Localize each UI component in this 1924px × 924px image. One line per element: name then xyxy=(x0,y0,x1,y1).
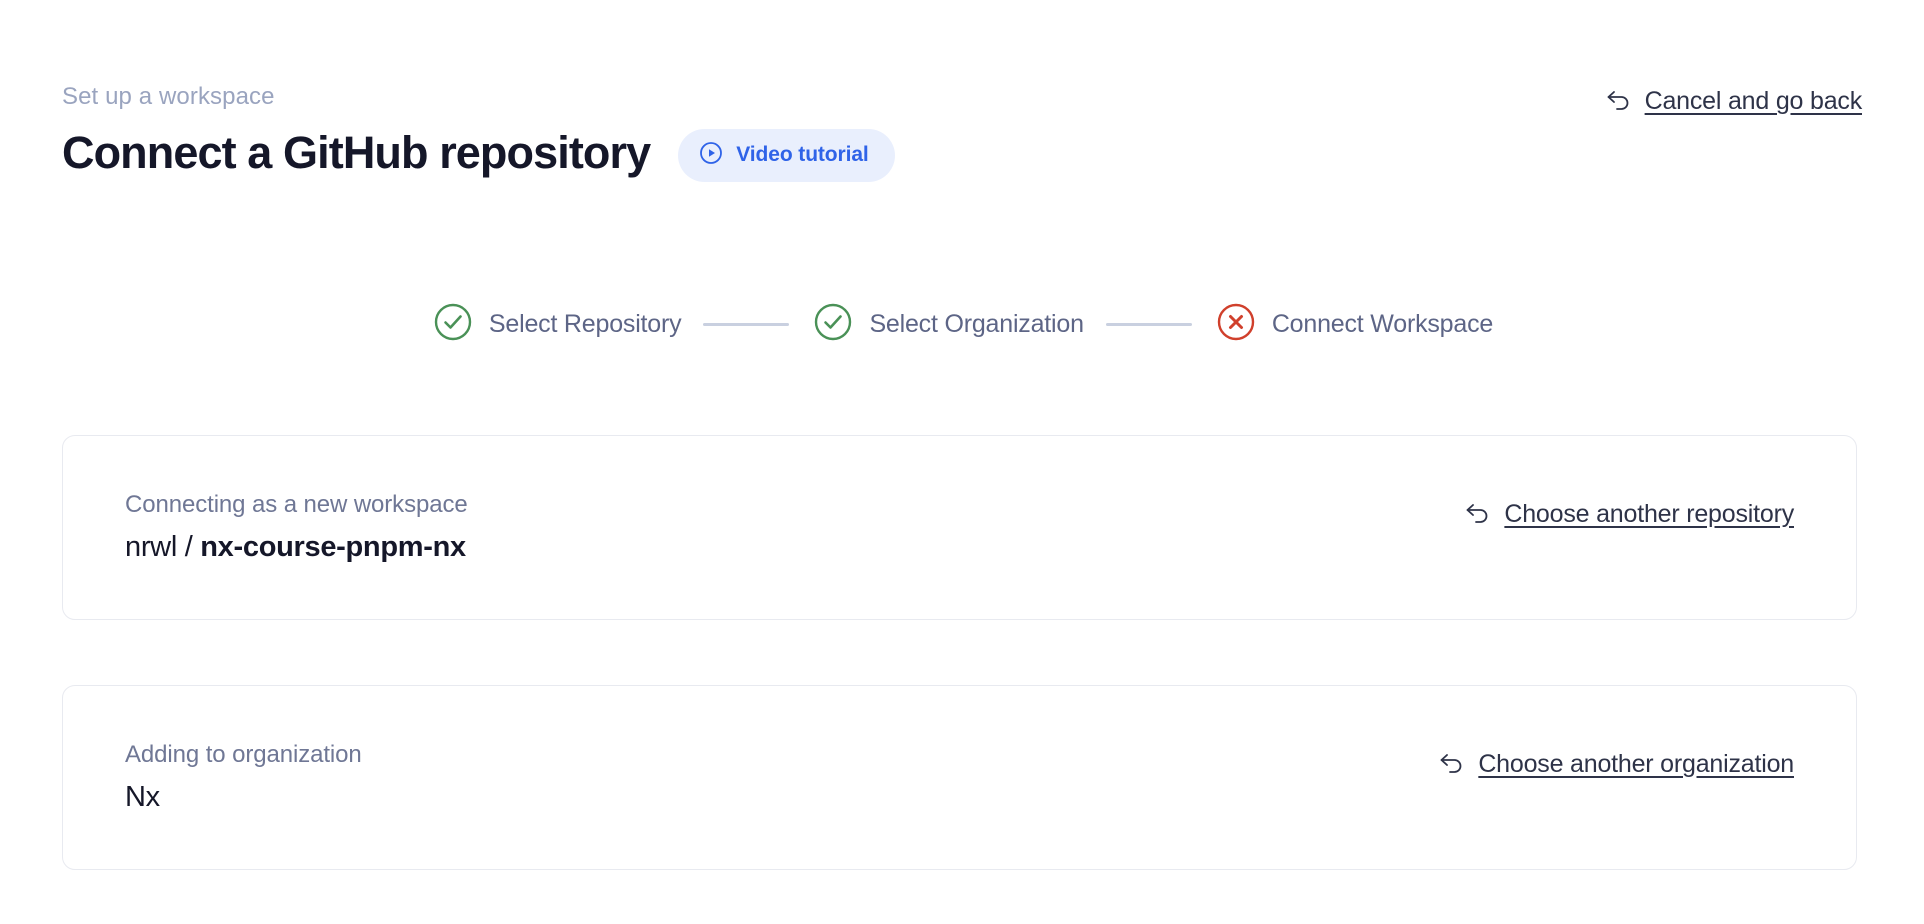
organization-card-inner: Adding to organization Nx Choose another… xyxy=(63,686,1856,869)
repository-name: nrwl / nx-course-pnpm-nx xyxy=(125,529,468,565)
repository-card-label: Connecting as a new workspace xyxy=(125,491,468,518)
step-label-select-organization: Select Organization xyxy=(869,310,1084,338)
cancel-and-go-back-link[interactable]: Cancel and go back xyxy=(1605,86,1862,117)
title-row: Connect a GitHub repository Video tutori… xyxy=(62,126,1862,182)
cancel-and-go-back-label: Cancel and go back xyxy=(1644,87,1863,115)
breadcrumb-eyebrow: Set up a workspace xyxy=(62,83,275,110)
video-tutorial-label: Video tutorial xyxy=(736,143,869,166)
choose-another-repository-link[interactable]: Choose another repository xyxy=(1464,499,1794,530)
organization-name: Nx xyxy=(125,781,160,813)
check-circle-icon xyxy=(811,300,855,349)
step-connector-1 xyxy=(703,323,790,326)
check-circle-icon xyxy=(431,300,475,349)
repository-separator: / xyxy=(176,531,201,563)
choose-another-organization-label: Choose another organization xyxy=(1478,750,1794,778)
page-header: Set up a workspace Connect a GitHub repo… xyxy=(62,82,1862,192)
step-select-repository[interactable]: Select Repository xyxy=(431,300,682,349)
video-tutorial-button[interactable]: Video tutorial xyxy=(678,128,895,182)
organization-card: Adding to organization Nx Choose another… xyxy=(62,685,1857,870)
play-circle-icon xyxy=(698,140,724,171)
page-title: Connect a GitHub repository xyxy=(62,127,651,178)
undo-arrow-icon xyxy=(1438,749,1466,780)
repository-info: Connecting as a new workspace nrwl / nx-… xyxy=(125,490,468,565)
repository-card: Connecting as a new workspace nrwl / nx-… xyxy=(62,435,1857,620)
choose-another-organization-link[interactable]: Choose another organization xyxy=(1438,749,1794,780)
choose-another-repository-label: Choose another repository xyxy=(1504,500,1794,528)
repository-repo-name: nx-course-pnpm-nx xyxy=(200,531,466,563)
x-circle-icon xyxy=(1214,300,1258,349)
progress-stepper: Select Repository Select Organization Co… xyxy=(0,300,1924,349)
repository-owner: nrwl xyxy=(125,531,177,563)
undo-arrow-icon xyxy=(1464,499,1492,530)
step-label-connect-workspace: Connect Workspace xyxy=(1271,310,1494,338)
organization-info: Adding to organization Nx xyxy=(125,740,362,815)
organization-card-label: Adding to organization xyxy=(125,741,362,768)
step-connector-2 xyxy=(1105,323,1192,326)
undo-arrow-icon xyxy=(1605,86,1633,117)
step-select-organization[interactable]: Select Organization xyxy=(811,300,1084,349)
step-label-select-repository: Select Repository xyxy=(488,310,682,338)
step-connect-workspace[interactable]: Connect Workspace xyxy=(1214,300,1493,349)
repository-card-inner: Connecting as a new workspace nrwl / nx-… xyxy=(63,436,1856,619)
